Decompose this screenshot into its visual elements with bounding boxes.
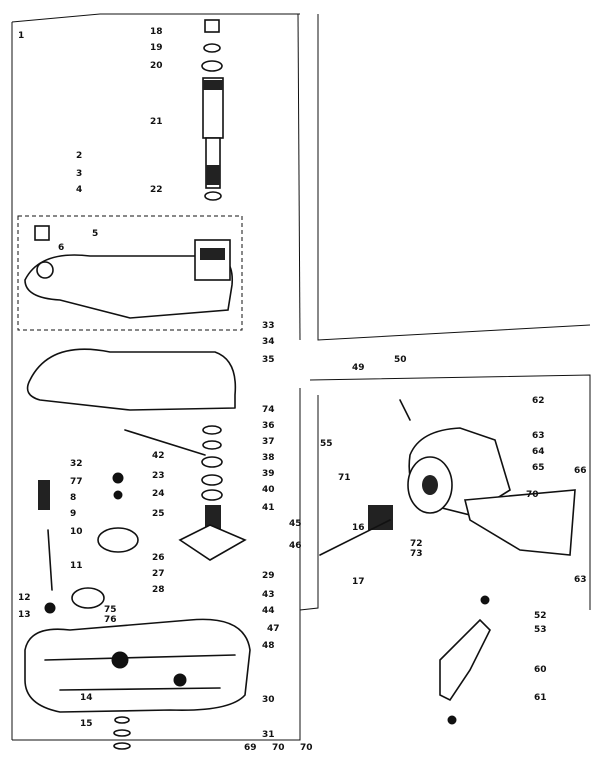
callout-60: 60 xyxy=(534,665,547,675)
callout-5: 5 xyxy=(92,229,98,239)
callout-52: 52 xyxy=(534,611,547,621)
callout-23: 23 xyxy=(152,471,165,481)
callout-47: 47 xyxy=(267,624,280,634)
callout-49: 49 xyxy=(352,363,365,373)
motor-assembly xyxy=(319,399,576,556)
callout-65: 65 xyxy=(532,463,545,473)
callout-19: 19 xyxy=(150,43,163,53)
callout-8: 8 xyxy=(70,493,76,503)
callout-44: 44 xyxy=(262,606,275,616)
callout-4: 4 xyxy=(76,185,82,195)
callout-10: 10 xyxy=(70,527,83,537)
callout-1: 1 xyxy=(18,31,24,41)
callout-29: 29 xyxy=(262,571,275,581)
callout-71: 71 xyxy=(338,473,351,483)
left-gears xyxy=(38,472,139,614)
callout-28: 28 xyxy=(152,585,165,595)
callout-62: 62 xyxy=(532,396,545,406)
callout-14: 14 xyxy=(80,693,93,703)
callout-38: 38 xyxy=(262,453,275,463)
callout-63: 63 xyxy=(574,575,587,585)
callout-26: 26 xyxy=(152,553,165,563)
switch-bracket xyxy=(439,595,491,725)
callout-17: 17 xyxy=(352,577,365,587)
upper-housing xyxy=(17,215,243,331)
callout-13: 13 xyxy=(18,610,31,620)
shaft-stack xyxy=(124,425,247,561)
callout-37: 37 xyxy=(262,437,275,447)
spindle-assembly xyxy=(201,19,224,201)
callout-55: 55 xyxy=(320,439,333,449)
callout-34: 34 xyxy=(262,337,275,347)
callout-75: 75 xyxy=(104,605,117,615)
callout-43: 43 xyxy=(262,590,275,600)
transmission-case xyxy=(24,618,251,750)
callout-36: 36 xyxy=(262,421,275,431)
callout-48: 48 xyxy=(262,641,275,651)
callout-77: 77 xyxy=(70,477,83,487)
callout-74: 74 xyxy=(262,405,275,415)
callout-63: 63 xyxy=(532,431,545,441)
callout-70: 70 xyxy=(272,743,285,753)
callout-72: 72 xyxy=(410,539,423,549)
callout-21: 21 xyxy=(150,117,163,127)
callout-3: 3 xyxy=(76,169,82,179)
callout-46: 46 xyxy=(289,541,302,551)
callout-24: 24 xyxy=(152,489,165,499)
callout-16: 16 xyxy=(352,523,365,533)
callout-70: 70 xyxy=(300,743,313,753)
callout-64: 64 xyxy=(532,447,545,457)
callout-61: 61 xyxy=(534,693,547,703)
callout-53: 53 xyxy=(534,625,547,635)
callout-66: 66 xyxy=(574,466,587,476)
callout-31: 31 xyxy=(262,730,275,740)
callout-2: 2 xyxy=(76,151,82,161)
callout-41: 41 xyxy=(262,503,275,513)
callout-22: 22 xyxy=(150,185,163,195)
callout-25: 25 xyxy=(152,509,165,519)
callout-45: 45 xyxy=(289,519,302,529)
callout-70: 70 xyxy=(526,490,539,500)
callout-11: 11 xyxy=(70,561,83,571)
callout-6: 6 xyxy=(58,243,64,253)
frame-lines xyxy=(11,13,591,741)
callout-33: 33 xyxy=(262,321,275,331)
callout-15: 15 xyxy=(80,719,93,729)
callout-9: 9 xyxy=(70,509,76,519)
callout-73: 73 xyxy=(410,549,423,559)
callout-39: 39 xyxy=(262,469,275,479)
callout-27: 27 xyxy=(152,569,165,579)
gasket xyxy=(26,348,237,411)
callout-18: 18 xyxy=(150,27,163,37)
callout-12: 12 xyxy=(18,593,31,603)
callout-32: 32 xyxy=(70,459,83,469)
callout-40: 40 xyxy=(262,485,275,495)
callout-50: 50 xyxy=(394,355,407,365)
callout-30: 30 xyxy=(262,695,275,705)
callout-42: 42 xyxy=(152,451,165,461)
callout-76: 76 xyxy=(104,615,117,625)
callout-69: 69 xyxy=(244,743,257,753)
callout-35: 35 xyxy=(262,355,275,365)
callout-20: 20 xyxy=(150,61,163,71)
